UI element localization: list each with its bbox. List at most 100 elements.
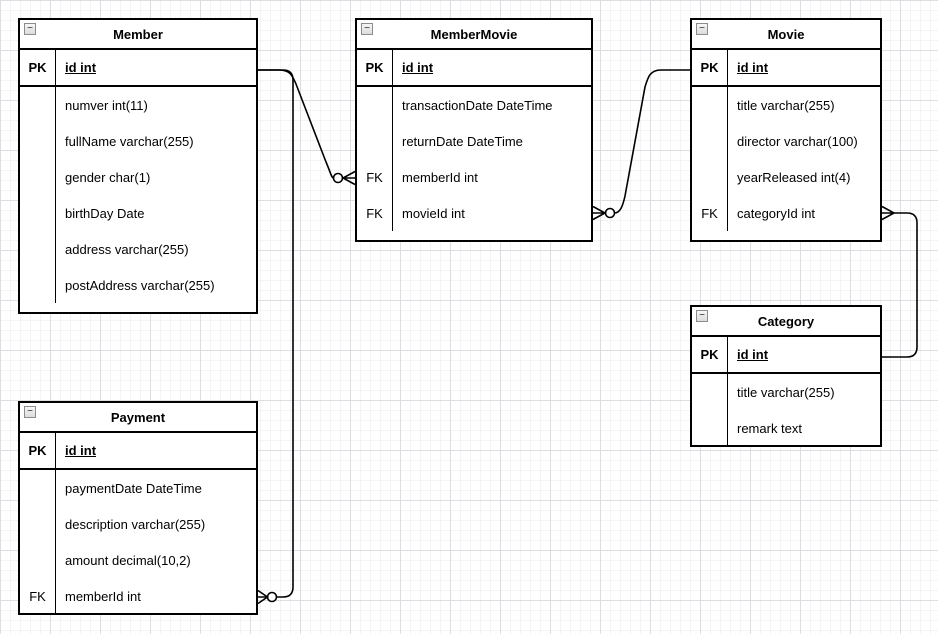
key-cell [20, 159, 56, 195]
pk-attribute-label: id int [737, 347, 769, 362]
relationship-category-movie[interactable] [881, 205, 918, 358]
key-cell [20, 470, 56, 506]
key-cell: FK [692, 195, 728, 231]
crows-foot-icon [341, 170, 356, 186]
pk-attribute-label: id int [65, 60, 97, 75]
attribute-label: birthDay Date [65, 205, 145, 221]
attribute-label: director varchar(100) [737, 133, 858, 149]
attribute-row: title varchar(255) [692, 374, 880, 410]
attribute-label: gender char(1) [65, 169, 151, 185]
collapse-minus-icon[interactable]: − [696, 23, 708, 35]
attribute-row: numver int(11) [20, 87, 256, 123]
entity-header: − Movie [692, 20, 880, 50]
key-cell: PK [692, 337, 728, 372]
key-cell [20, 506, 56, 542]
relationship-member-membermovie[interactable] [258, 69, 356, 186]
entity-title: Category [757, 313, 815, 329]
pk-row: PK id int [20, 50, 256, 87]
key-cell: PK [692, 50, 728, 85]
entity-payment[interactable]: − Payment PK id int paymentDate DateTime… [18, 401, 258, 615]
attribute-row: address varchar(255) [20, 231, 256, 267]
attribute-label: amount decimal(10,2) [65, 552, 191, 568]
attribute-row: FK memberId int [20, 578, 256, 614]
attribute-label: memberId int [65, 588, 141, 604]
entity-title: MemberMovie [430, 26, 518, 42]
entity-header: − MemberMovie [357, 20, 591, 50]
attribute-row: paymentDate DateTime [20, 470, 256, 506]
attribute-row: title varchar(255) [692, 87, 880, 123]
attribute-label: paymentDate DateTime [65, 480, 202, 496]
key-cell [20, 542, 56, 578]
collapse-minus-icon[interactable]: − [24, 406, 36, 418]
attribute-label: memberId int [402, 169, 478, 185]
attribute-row: returnDate DateTime [357, 123, 591, 159]
attribute-row: gender char(1) [20, 159, 256, 195]
attribute-label: transactionDate DateTime [402, 97, 553, 113]
pk-attribute-label: id int [65, 443, 97, 458]
pk-row: PK id int [357, 50, 591, 87]
attribute-row: fullName varchar(255) [20, 123, 256, 159]
attribute-label: movieId int [402, 205, 465, 221]
key-cell: PK [357, 50, 393, 85]
pk-attribute-label: id int [737, 60, 769, 75]
entity-title: Payment [110, 409, 166, 425]
key-cell [20, 195, 56, 231]
collapse-minus-icon[interactable]: − [696, 310, 708, 322]
key-cell: FK [20, 578, 56, 614]
entity-member[interactable]: − Member PK id int numver int(11) fullNa… [18, 18, 258, 314]
attribute-label: title varchar(255) [737, 97, 835, 113]
key-cell: PK [20, 433, 56, 468]
crows-foot-icon [592, 205, 607, 221]
attribute-row: postAddress varchar(255) [20, 267, 256, 303]
key-cell: FK [357, 159, 393, 195]
attribute-label: postAddress varchar(255) [65, 277, 215, 293]
attribute-row: transactionDate DateTime [357, 87, 591, 123]
attribute-label: description varchar(255) [65, 516, 206, 532]
entity-category[interactable]: − Category PK id int title varchar(255) … [690, 305, 882, 447]
attribute-row: director varchar(100) [692, 123, 880, 159]
attribute-row: FK categoryId int [692, 195, 880, 231]
entity-header: − Payment [20, 403, 256, 433]
key-cell [692, 374, 728, 410]
collapse-minus-icon[interactable]: − [24, 23, 36, 35]
pk-row: PK id int [20, 433, 256, 470]
key-cell [692, 410, 728, 446]
relationship-member-payment[interactable] [257, 69, 294, 605]
entity-movie[interactable]: − Movie PK id int title varchar(255) dir… [690, 18, 882, 242]
crows-foot-icon [257, 589, 269, 605]
attribute-row: birthDay Date [20, 195, 256, 231]
zero-circle-icon [604, 207, 616, 219]
attribute-label: remark text [737, 420, 803, 436]
key-cell [20, 87, 56, 123]
key-cell [20, 267, 56, 303]
attribute-label: fullName varchar(255) [65, 133, 194, 149]
key-cell: PK [20, 50, 56, 85]
attribute-row: amount decimal(10,2) [20, 542, 256, 578]
attribute-row: description varchar(255) [20, 506, 256, 542]
attribute-label: address varchar(255) [65, 241, 189, 257]
entity-title: Movie [767, 26, 805, 42]
key-cell [692, 123, 728, 159]
key-cell [692, 159, 728, 195]
attribute-label: numver int(11) [65, 97, 148, 113]
attribute-label: returnDate DateTime [402, 133, 523, 149]
pk-row: PK id int [692, 50, 880, 87]
entity-header: − Member [20, 20, 256, 50]
attribute-label: yearReleased int(4) [737, 169, 851, 185]
attribute-row: FK memberId int [357, 159, 591, 195]
collapse-minus-icon[interactable]: − [361, 23, 373, 35]
relationship-movie-membermovie[interactable] [592, 69, 690, 221]
attribute-row: yearReleased int(4) [692, 159, 880, 195]
attribute-label: categoryId int [737, 205, 816, 221]
crows-foot-icon [881, 205, 896, 221]
key-cell [20, 123, 56, 159]
pk-attribute-label: id int [402, 60, 434, 75]
entity-membermovie[interactable]: − MemberMovie PK id int transactionDate … [355, 18, 593, 242]
pk-row: PK id int [692, 337, 880, 374]
key-cell [692, 87, 728, 123]
zero-circle-icon [332, 172, 344, 184]
attribute-label: title varchar(255) [737, 384, 835, 400]
key-cell [20, 231, 56, 267]
